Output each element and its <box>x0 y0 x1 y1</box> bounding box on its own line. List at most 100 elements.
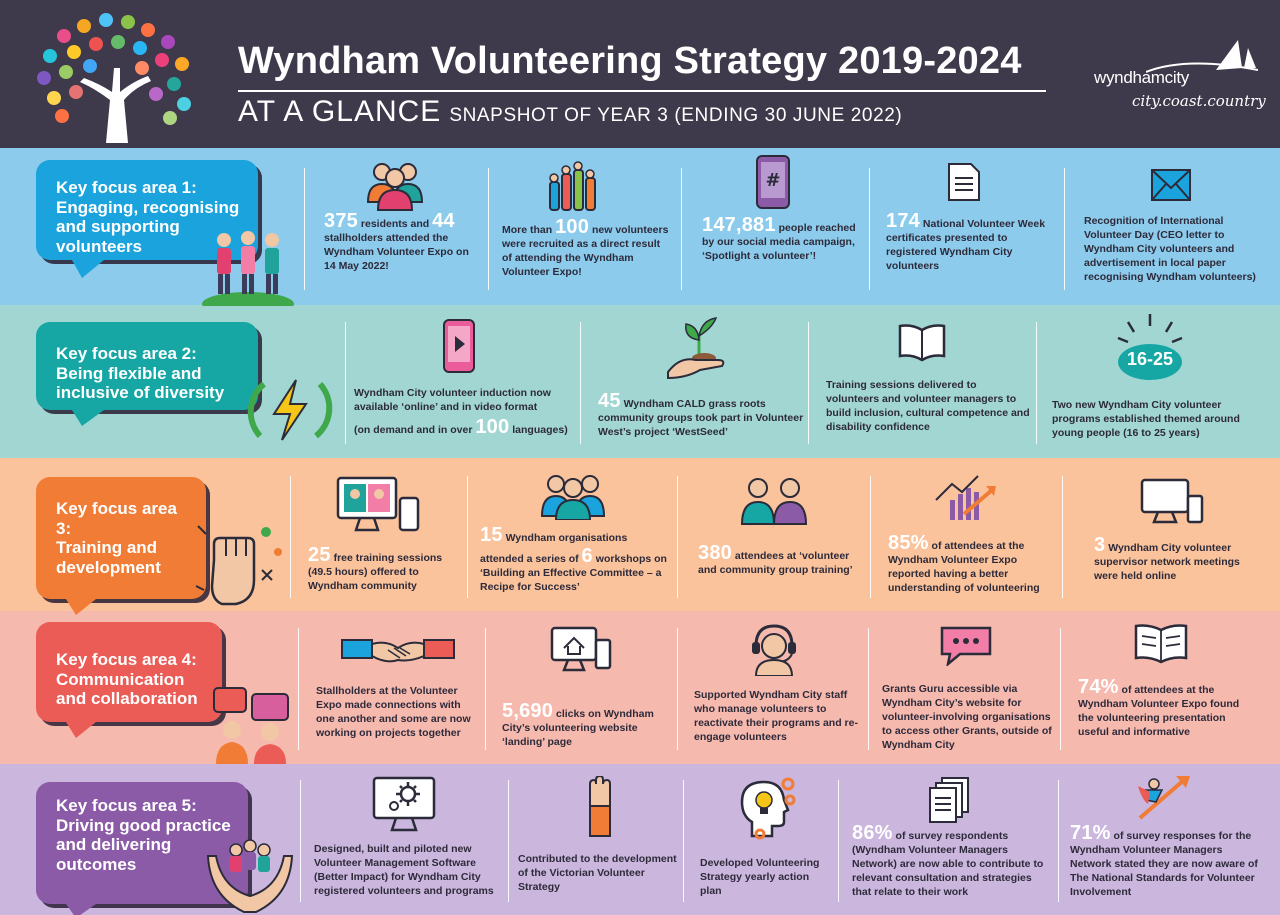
stat-5-4: 86% of survey respondents (Wyndham Volun… <box>852 822 1044 898</box>
certificate-document-icon <box>948 163 980 201</box>
envelope-icon <box>1151 169 1191 201</box>
stat-2-3: Training sessions delivered to volunteer… <box>826 379 1030 433</box>
raised-hands-icon <box>549 161 596 211</box>
svg-text:#: # <box>765 170 780 191</box>
divider <box>677 628 678 750</box>
stat-5-3: Developed Volunteering Strategy yearly a… <box>700 857 820 897</box>
divider <box>1064 168 1065 290</box>
stat-4-2: 5,690 clicks on Wyndham City’s volunteer… <box>502 700 654 748</box>
divider <box>488 168 489 290</box>
hand-plant-seedling-icon <box>667 317 725 380</box>
speech-bubble-icon <box>940 626 992 666</box>
focus-area-2-heading: Key focus area 2: <box>56 344 197 363</box>
divider <box>681 168 682 290</box>
title-divider <box>238 90 1046 92</box>
divider <box>1036 322 1037 444</box>
focus-area-2-bubble: Key focus area 2: Being flexible and inc… <box>36 322 258 426</box>
stat-4-3: Supported Wyndham City staff who manage … <box>694 689 858 743</box>
stat-2-4: Two new Wyndham City volunteer programs … <box>1052 399 1240 439</box>
divider <box>870 476 871 598</box>
phone-video-icon <box>443 319 475 373</box>
stat-3-2: 15 Wyndham organisations attended a seri… <box>480 524 667 593</box>
glance-label: AT A GLANCE <box>238 95 442 128</box>
focus-area-4-bubble: Key focus area 4: Communication and coll… <box>36 622 222 738</box>
stat-4-5: 74% of attendees at the Wyndham Voluntee… <box>1078 676 1240 738</box>
stat-4-4: Grants Guru accessible via Wyndham City’… <box>882 683 1052 751</box>
divider <box>298 628 299 750</box>
focus-area-5-title: Driving good practice and delivering out… <box>56 815 231 874</box>
hands-tree-icon <box>37 13 191 143</box>
focus-area-1-title: Engaging, recognising and supporting vol… <box>56 197 240 256</box>
focus-area-3-heading: Key focus area 3: <box>56 499 177 538</box>
people-group-icon <box>366 163 424 211</box>
divider <box>290 476 291 598</box>
subtitle: AT A GLANCE SNAPSHOT OF YEAR 3 (ENDING 30… <box>238 95 902 129</box>
raised-fist-icon <box>195 525 282 606</box>
youth-age-badge-icon <box>1117 314 1183 380</box>
divider <box>467 476 468 598</box>
age-badge: 16-25 <box>1126 349 1174 369</box>
stat-3-5: 3 Wyndham City volunteer supervisor netw… <box>1094 534 1240 582</box>
divider <box>1060 628 1061 750</box>
computer-settings-icon <box>372 776 436 832</box>
open-book-icon <box>1134 624 1188 664</box>
stat-2-1: Wyndham City volunteer induction now ava… <box>354 387 568 438</box>
volunteers-group-icon <box>202 231 294 306</box>
chat-people-icon <box>213 687 289 764</box>
two-trainees-icon <box>740 478 808 525</box>
handshake-icon <box>341 639 455 663</box>
focus-area-4-heading: Key focus area 4: <box>56 650 197 669</box>
stat-5-1: Designed, built and piloted new Voluntee… <box>314 843 494 897</box>
hands-holding-people-icon <box>206 839 294 913</box>
divider <box>580 322 581 444</box>
growth-chart-arrow-icon <box>935 475 996 520</box>
stat-5-2: Contributed to the development of the Vi… <box>518 853 677 893</box>
stat-5-5: 71% of survey responses for the Wyndham … <box>1070 822 1258 898</box>
flexible-lightning-icon <box>247 379 333 441</box>
head-lightbulb-gears-icon <box>740 777 796 840</box>
raised-hand-icon <box>589 776 611 837</box>
divider <box>1058 780 1059 902</box>
focus-area-3-bubble: Key focus area 3: Training and developme… <box>36 477 206 615</box>
divider <box>677 476 678 598</box>
logo-tagline: city.coast.country <box>1132 92 1266 110</box>
divider <box>869 168 870 290</box>
stat-1-2: More than 100 new volunteers were recrui… <box>502 216 669 278</box>
stat-2-2: 45 Wyndham CALD grass roots community gr… <box>598 390 804 438</box>
divider <box>838 780 839 902</box>
people-group-icon <box>540 475 606 520</box>
website-home-icon <box>550 626 612 672</box>
stat-1-1: 375 residents and 44 stallholders attend… <box>324 210 469 272</box>
header: Wyndham Volunteering Strategy 2019-2024 … <box>0 0 1280 148</box>
logo-wordmark: wyndhamcity <box>1094 68 1189 87</box>
stat-3-4: 85% of attendees at the Wyndham Voluntee… <box>888 532 1040 594</box>
focus-area-5-bubble: Key focus area 5: Driving good practice … <box>36 782 248 915</box>
focus-area-4-title: Communication and collaboration <box>56 669 198 709</box>
stat-1-4: 174 National Volunteer Week certificates… <box>886 210 1046 272</box>
divider <box>485 628 486 750</box>
divider <box>508 780 509 902</box>
stat-1-5: Recognition of International Volunteer D… <box>1084 215 1256 283</box>
focus-area-2-title: Being flexible and inclusive of diversit… <box>56 363 225 403</box>
stat-3-1: 25 free training sessions (49.5 hours) o… <box>308 544 443 592</box>
divider <box>304 168 305 290</box>
superhero-arrow-icon <box>1138 776 1190 820</box>
stacked-documents-icon <box>929 777 969 823</box>
divider <box>300 780 301 902</box>
divider <box>808 322 809 444</box>
stat-4-1: Stallholders at the Volunteer Expo made … <box>316 685 471 739</box>
wyndham-city-logo: wyndhamcity city.coast.country <box>1088 38 1266 114</box>
focus-area-5-heading: Key focus area 5: <box>56 796 197 815</box>
focus-area-3-title: Training and development <box>56 538 161 577</box>
divider <box>683 780 684 902</box>
divider <box>1062 476 1063 598</box>
page-title: Wyndham Volunteering Strategy 2019-2024 <box>238 40 1022 82</box>
divider <box>868 628 869 750</box>
focus-area-1-heading: Key focus area 1: <box>56 178 197 197</box>
stat-1-3: 147,881 people reached by our social med… <box>702 214 856 262</box>
headset-support-icon <box>752 624 796 676</box>
devices-icon <box>1140 478 1204 524</box>
divider <box>345 322 346 444</box>
snapshot-label: SNAPSHOT OF YEAR 3 (ENDING 30 JUNE 2022) <box>449 105 903 126</box>
computer-video-call-icon <box>336 476 420 532</box>
